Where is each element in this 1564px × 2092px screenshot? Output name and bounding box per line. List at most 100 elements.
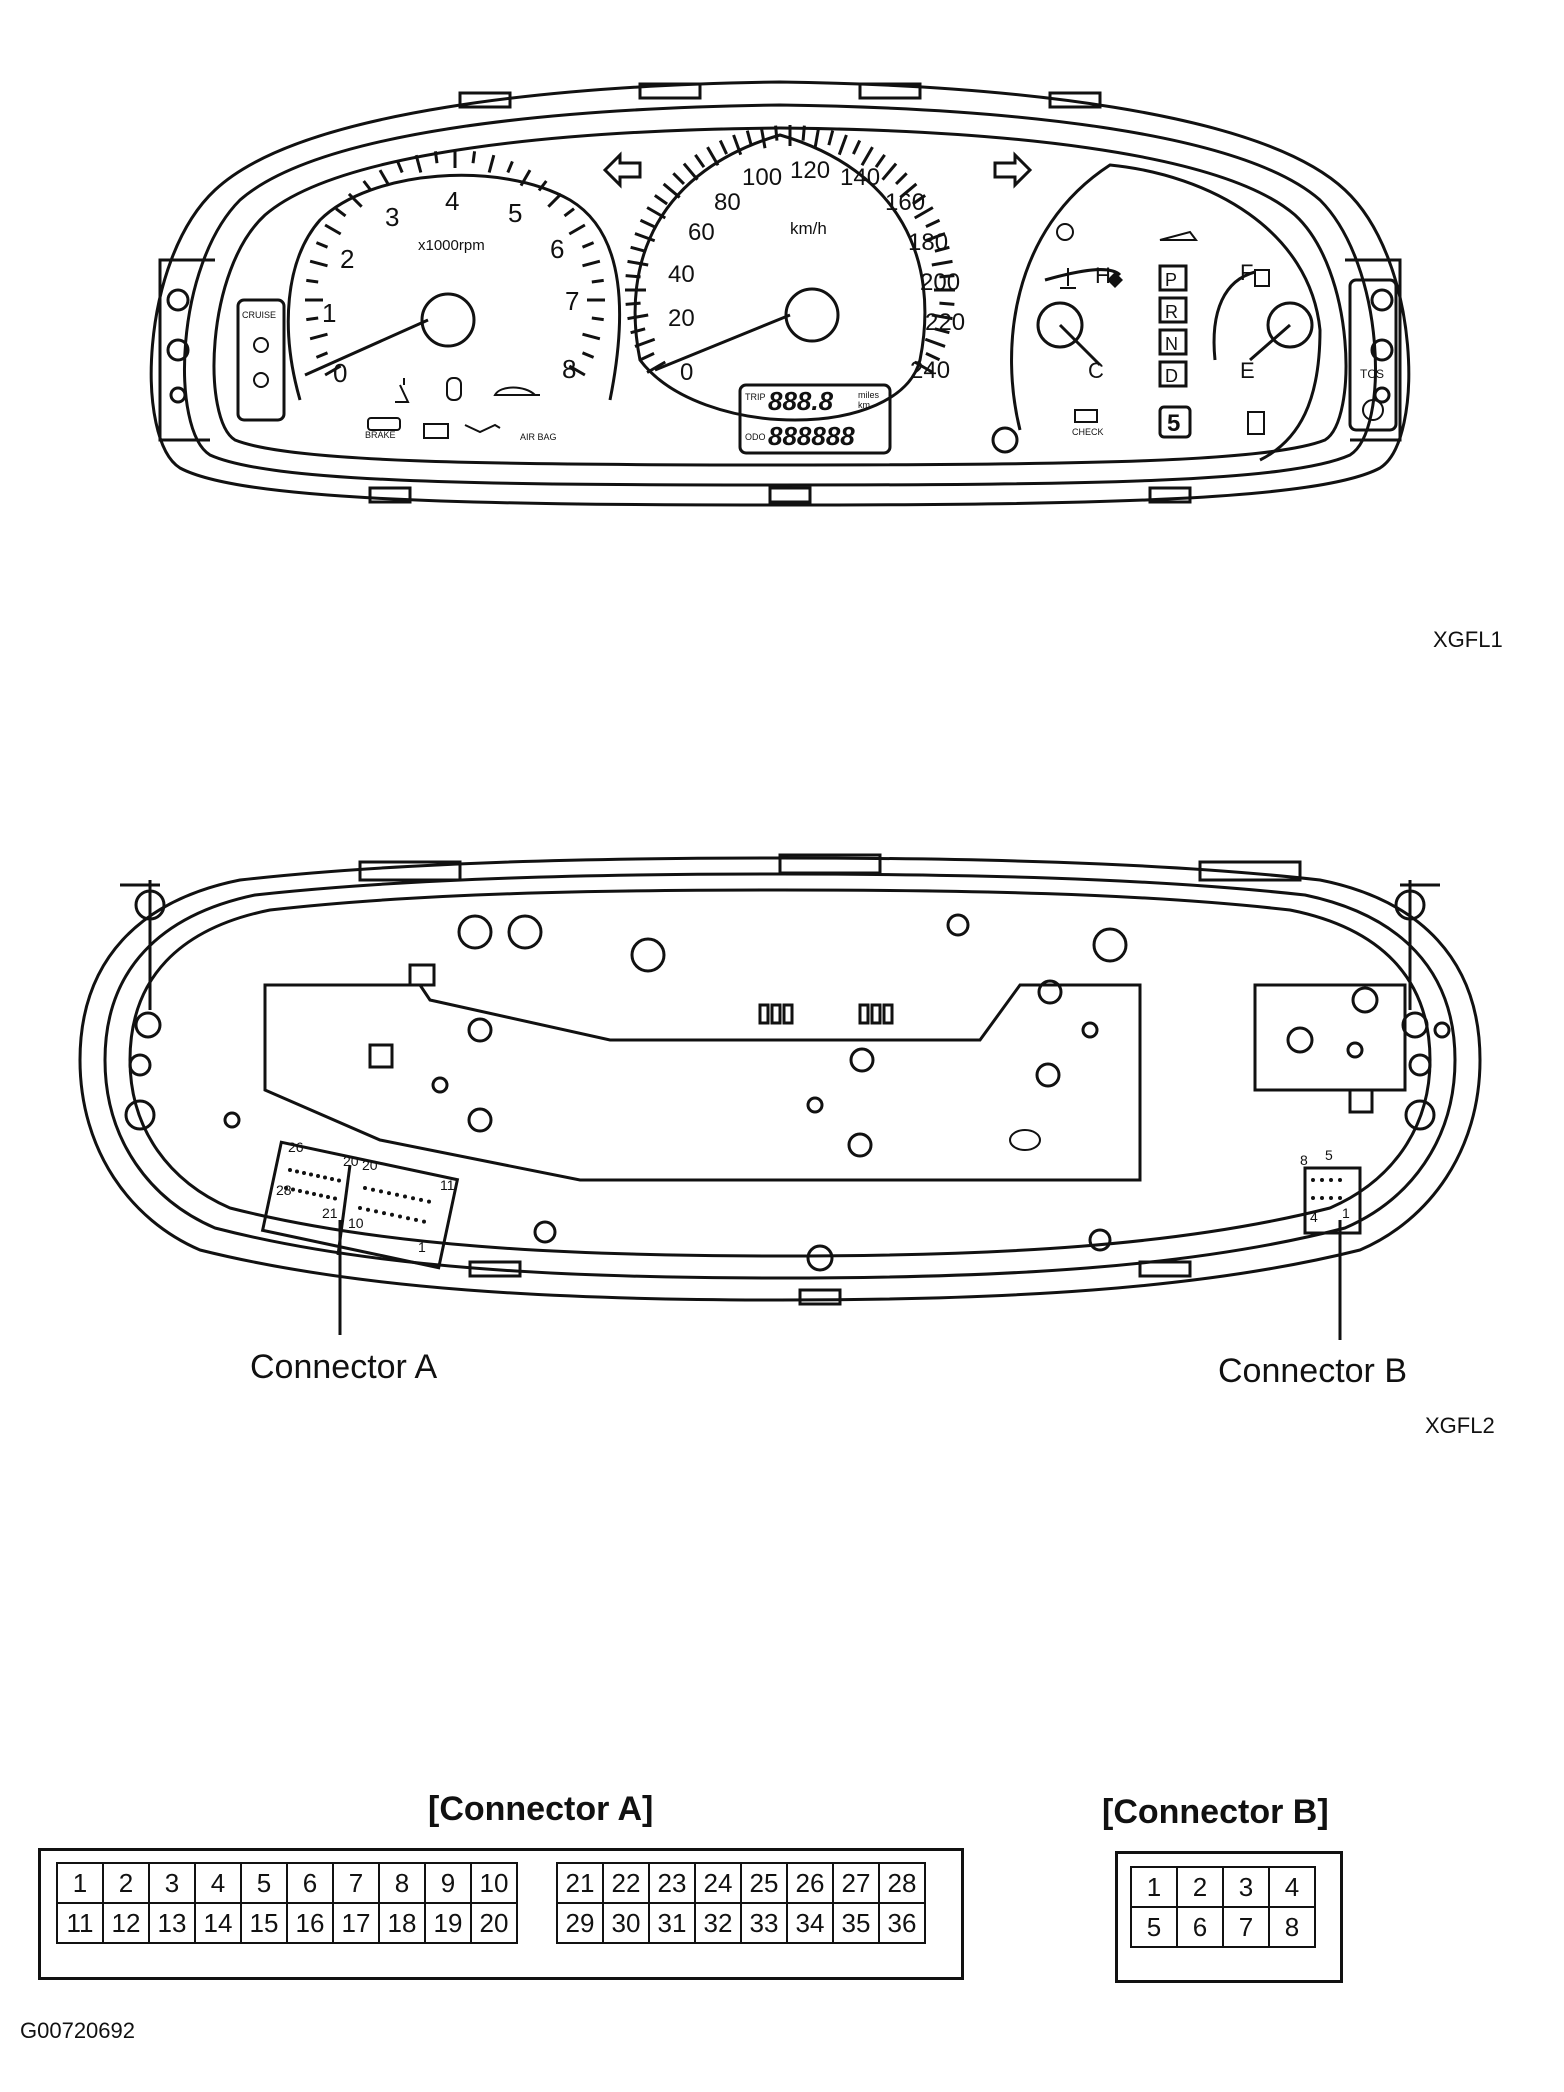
tach-tick: [563, 207, 575, 218]
pin-dot: [319, 1193, 323, 1198]
gear-n-box: [1158, 328, 1188, 356]
seatbelt-reminder-icon: [253, 372, 269, 388]
pin-dot: [398, 1214, 402, 1219]
tach-tick: [378, 169, 391, 187]
gear-r-box: [1158, 296, 1188, 324]
pin-cell: 16: [286, 1902, 334, 1944]
tach-label-2: 2: [340, 244, 354, 274]
tachometer-needle: [304, 318, 429, 377]
speedo-tick: [934, 245, 950, 253]
speedo-tick: [837, 134, 848, 156]
pin-dot: [298, 1189, 302, 1193]
gear-p-label: P: [1165, 270, 1177, 290]
conn-a-pin-21: 21: [322, 1205, 338, 1221]
speedo-tick: [895, 172, 908, 185]
speedo-tick: [639, 218, 655, 228]
tach-tick: [396, 160, 404, 174]
pin-cell: 35: [832, 1902, 880, 1944]
speedo-tick: [931, 313, 953, 321]
conn-b-pin-1: 1: [1342, 1205, 1350, 1221]
speedo-label-140: 140: [840, 164, 880, 191]
engine-check-icon: [1074, 409, 1098, 423]
temp-gauge-hub: [1036, 301, 1084, 349]
speedo-tick: [913, 206, 934, 220]
speedo-tick: [827, 130, 835, 146]
pin-dot: [330, 1177, 334, 1181]
pin-dot: [333, 1196, 337, 1201]
fuel-full-label: F: [1240, 260, 1253, 285]
speedo-unit: km/h: [790, 219, 827, 238]
back-left-bracket: [120, 880, 160, 1010]
tach-tick: [414, 154, 423, 173]
cluster-front-diagram: 0 1 2 3 4 5 6 7 8 x1000rpm 0 20 40 60 80…: [149, 80, 1411, 507]
tach-label-6: 6: [550, 234, 564, 264]
pin-cell: 2: [102, 1862, 150, 1904]
speedo-tick: [881, 162, 898, 181]
pin-dot: [1338, 1178, 1342, 1182]
pin-dot: [302, 1171, 306, 1175]
gear-5-box: [1158, 405, 1192, 439]
pin-cell: 5: [240, 1862, 288, 1904]
speedo-label-20: 20: [668, 305, 695, 332]
conn-a-pin-10: 10: [348, 1215, 364, 1231]
cruise-label: CRUISE: [242, 310, 276, 320]
tach-tick: [324, 223, 342, 236]
pin-cell: 22: [602, 1862, 650, 1904]
connector-b-housing: [1303, 1166, 1362, 1235]
right-gauge-face: [1010, 163, 1322, 462]
lcd-odo-label: ODO: [745, 432, 766, 442]
bulb-socket-1: [457, 914, 493, 950]
tach-tick: [519, 169, 532, 187]
tach-tick: [506, 160, 514, 174]
pin-cell: 31: [648, 1902, 696, 1944]
pin-cell: 5: [1130, 1906, 1178, 1948]
document-code: G00720692: [20, 2018, 135, 2043]
speedo-tick: [852, 139, 862, 155]
pin-dot: [288, 1168, 292, 1172]
speedo-label-80: 80: [714, 189, 741, 216]
high-beam-icon: [1056, 223, 1074, 241]
pin-dot: [323, 1175, 327, 1180]
pin-dot: [427, 1199, 431, 1204]
tachometer-hub: [420, 292, 476, 348]
pin-cell: 13: [148, 1902, 196, 1944]
lcd-trip-value: 888.8: [768, 386, 834, 416]
conn-a-pin-11: 11: [440, 1177, 455, 1193]
conn-b-pin-4: 4: [1310, 1209, 1318, 1225]
seatbelt-icon: [395, 378, 410, 403]
left-indicator-panel: [236, 298, 286, 422]
speedo-tick: [774, 125, 779, 141]
pin-cell: 2: [1176, 1866, 1224, 1908]
pin-dot: [295, 1169, 299, 1174]
tach-tick: [315, 351, 329, 359]
pin-dot: [395, 1192, 399, 1197]
speedo-tick: [939, 301, 955, 306]
pin-cell: 1: [56, 1862, 104, 1904]
lcd-miles-label: miles: [858, 390, 880, 400]
right-mount-bracket: [1345, 258, 1402, 442]
pin-dot: [403, 1194, 407, 1199]
figure-code-xgfl2: XGFL2: [1425, 1413, 1495, 1438]
speedo-tick: [672, 172, 685, 185]
pin-dot: [326, 1195, 330, 1199]
left-mount-bracket: [158, 258, 215, 442]
right-pcb-plate: [1253, 983, 1407, 1092]
pin-cell: 15: [240, 1902, 288, 1944]
pin-dot: [1329, 1178, 1333, 1182]
conn-a-pin-28: 28: [276, 1182, 292, 1198]
pin-dot: [419, 1197, 423, 1202]
pin-dot: [1311, 1196, 1315, 1200]
pin-cell: 9: [424, 1862, 472, 1904]
speedo-tick: [745, 130, 753, 146]
pin-dot: [379, 1189, 383, 1194]
speedo-tick: [630, 327, 646, 335]
pin-cell: 4: [1268, 1866, 1316, 1908]
tach-tick: [487, 154, 496, 173]
left-turn-arrow-icon: [602, 151, 642, 189]
gear-d-box: [1158, 360, 1188, 388]
pin-dot: [411, 1196, 415, 1201]
pin-dot: [387, 1191, 391, 1196]
tach-label-1: 1: [322, 298, 336, 328]
trunk-open-icon: [493, 386, 540, 396]
